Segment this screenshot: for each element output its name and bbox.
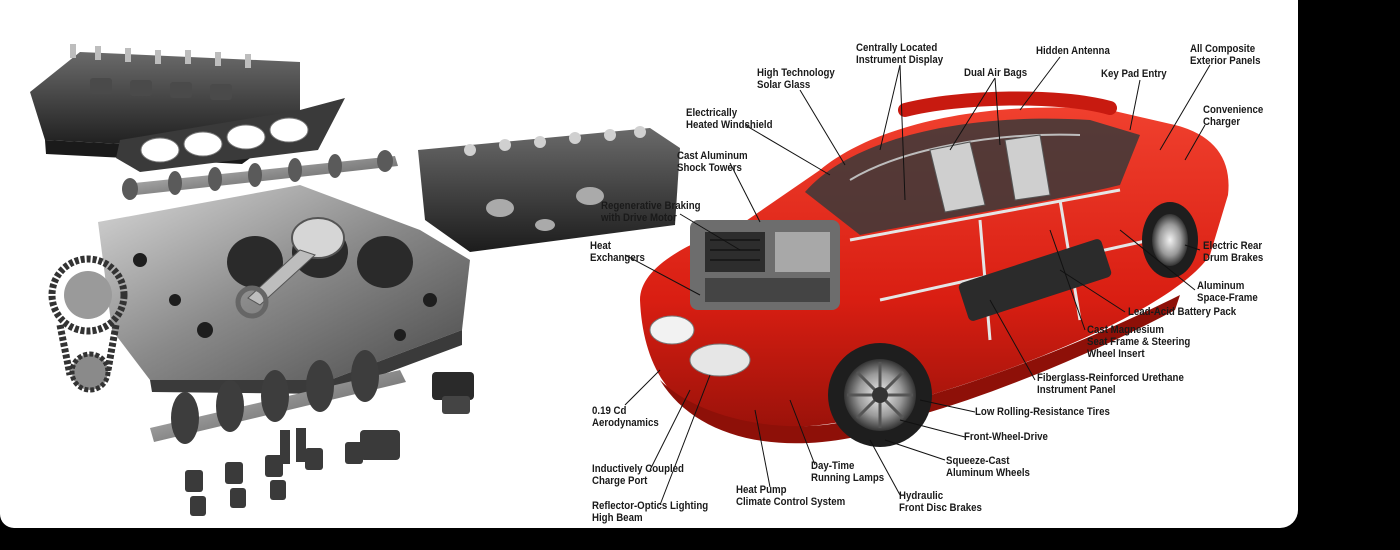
- engine-bay: [690, 220, 840, 310]
- rear-wheel: [1142, 202, 1198, 278]
- callout-dual-air-bags: Dual Air Bags: [964, 67, 1028, 79]
- callout-low-rolling-resistance-tires: Low Rolling-Resistance Tires: [975, 406, 1110, 418]
- callout-centrally-located-instrument-display: Centrally Located Instrument Display: [856, 42, 944, 66]
- callout-inductively-coupled-charge-port: Inductively Coupled Charge Port: [592, 463, 684, 487]
- callout-aluminum-space-frame: Aluminum Space-Frame: [1197, 280, 1258, 304]
- camshaft: [122, 150, 398, 200]
- callout-front-wheel-drive: Front-Wheel-Drive: [964, 431, 1048, 443]
- engine-exploded-view: [30, 44, 680, 516]
- head-gasket: [116, 98, 345, 172]
- illustration: [30, 44, 1229, 516]
- callout-hidden-antenna: Hidden Antenna: [1036, 45, 1110, 57]
- headlights: [649, 315, 751, 377]
- callout-electrically-heated-windshield: Electrically Heated Windshield: [686, 107, 773, 131]
- callout-all-composite-exterior-panels: All Composite Exterior Panels: [1190, 43, 1261, 67]
- callout-heat-pump-climate-control: Heat Pump Climate Control System: [736, 484, 846, 508]
- callout-heat-exchangers: Heat Exchangers: [590, 240, 645, 264]
- oil-pump: [432, 372, 474, 414]
- callout-high-technology-solar-glass: High Technology Solar Glass: [757, 67, 835, 91]
- diagram-panel: Centrally Located Instrument Display Hid…: [0, 0, 1298, 528]
- callout-reflector-optics-lighting: Reflector-Optics Lighting High Beam: [592, 500, 709, 524]
- seats: [929, 134, 1051, 213]
- leader-lines: [624, 56, 1211, 506]
- front-wheel: [828, 343, 932, 447]
- callout-regenerative-braking: Regenerative Braking with Drive Motor: [601, 200, 701, 224]
- bearing-caps: [185, 428, 400, 516]
- callout-day-time-running-lamps: Day-Time Running Lamps: [811, 460, 885, 484]
- piston-rod: [235, 217, 345, 319]
- callout-aerodynamics: 0.19 Cd Aerodynamics: [592, 405, 659, 429]
- callout-cast-magnesium-seat-frame: Cast Magnesium Seat Frame & Steering Whe…: [1087, 324, 1191, 360]
- callout-lead-acid-battery-pack: Lead-Acid Battery Pack: [1128, 306, 1237, 318]
- engine-block: [98, 185, 470, 394]
- crankshaft: [150, 350, 406, 444]
- callout-electric-rear-drum-brakes: Electric Rear Drum Brakes: [1203, 240, 1264, 264]
- cylinder-head-right: [418, 126, 680, 252]
- callout-convenience-charger: Convenience Charger: [1203, 104, 1264, 128]
- callout-squeeze-cast-aluminum-wheels: Squeeze-Cast Aluminum Wheels: [946, 455, 1030, 479]
- car-cutaway: [640, 91, 1229, 447]
- battery-pack: [958, 239, 1112, 321]
- callout-key-pad-entry: Key Pad Entry: [1101, 68, 1167, 80]
- callout-fiberglass-reinforced-urethane: Fiberglass-Reinforced Urethane Instrumen…: [1037, 372, 1184, 396]
- callout-hydraulic-front-disc-brakes: Hydraulic Front Disc Brakes: [899, 490, 982, 514]
- callout-cast-aluminum-shock-towers: Cast Aluminum Shock Towers: [677, 150, 748, 174]
- timing-chain: [48, 255, 128, 393]
